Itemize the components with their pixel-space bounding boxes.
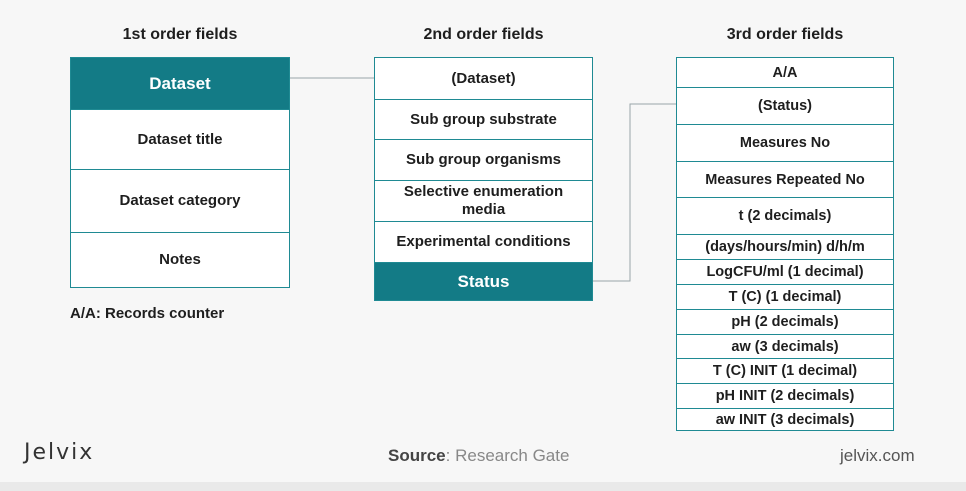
source-credit: Source: Research Gate: [388, 446, 569, 466]
connector-status: [592, 103, 676, 282]
jelvix-logo: Jelvix: [24, 440, 95, 465]
site-url: jelvix.com: [840, 446, 915, 465]
field-dataset-title: Dataset title: [71, 109, 289, 169]
field-ph-init: pH INIT (2 decimals): [677, 383, 893, 408]
second-order-fields-box: (Dataset) Sub group substrate Sub group …: [374, 57, 593, 301]
field-t-c: T (C) (1 decimal): [677, 284, 893, 309]
field-status-ref: (Status): [677, 87, 893, 124]
field-dataset: Dataset: [71, 58, 289, 109]
field-experimental-conditions: Experimental conditions: [375, 221, 592, 262]
source-label: Source: [388, 446, 446, 465]
field-dataset-ref: (Dataset): [451, 69, 516, 87]
field-t-c-init: T (C) INIT (1 decimal): [677, 358, 893, 383]
field-dataset-category: Dataset category: [71, 169, 289, 232]
column-title-1st-order: 1st order fields: [122, 26, 238, 43]
field-ph: pH (2 decimals): [677, 309, 893, 334]
field-aw: aw (3 decimals): [677, 334, 893, 358]
footer-bar: [0, 482, 966, 491]
field-sub-group-organisms: Sub group organisms: [375, 139, 592, 180]
source-text: : Research Gate: [445, 446, 570, 465]
third-order-fields-box: A/A (Status) Measures No Measures Repeat…: [676, 57, 894, 431]
records-counter-note: A/A: Records counter: [70, 305, 225, 322]
field-sub-group-substrate: Sub group substrate: [375, 99, 592, 139]
field-notes: Notes: [71, 232, 289, 287]
field-days-hours-min: (days/hours/min) d/h/m: [677, 234, 893, 259]
field-logcfu-ml: LogCFU/ml (1 decimal): [677, 259, 893, 284]
field-measures-no: Measures No: [677, 124, 893, 161]
field-selective-enumeration-media: Selective enumeration media: [375, 180, 592, 221]
column-title-2nd-order: 2nd order fields: [423, 26, 544, 43]
field-status: Status: [375, 262, 592, 300]
field-t-2-decimals: t (2 decimals): [677, 197, 893, 234]
field-measures-repeated-no: Measures Repeated No: [677, 161, 893, 197]
field-aa: A/A: [772, 64, 798, 81]
first-order-fields-box: Dataset Dataset title Dataset category N…: [70, 57, 290, 288]
field-aw-init: aw INIT (3 decimals): [677, 408, 893, 430]
column-title-3rd-order: 3rd order fields: [726, 26, 844, 43]
